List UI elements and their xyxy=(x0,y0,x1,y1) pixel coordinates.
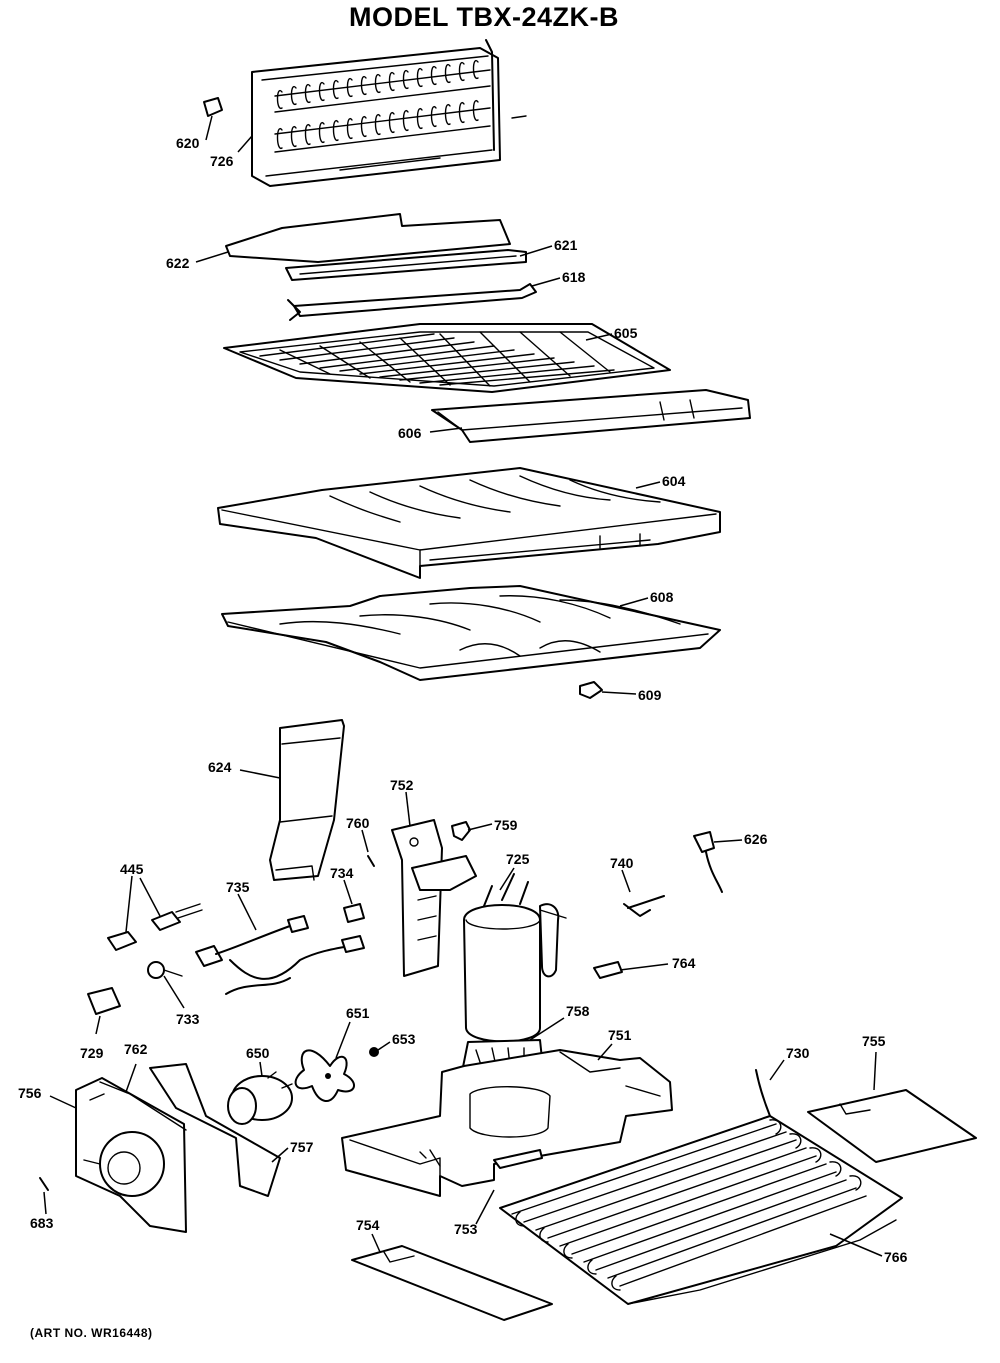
part-759-drawing xyxy=(451,821,471,841)
part-683-drawing xyxy=(39,1177,49,1191)
label-753: 753 xyxy=(454,1221,478,1237)
part-754-drawing xyxy=(351,1245,553,1321)
label-756: 756 xyxy=(18,1085,42,1101)
label-762: 762 xyxy=(124,1041,148,1057)
label-626: 626 xyxy=(744,831,768,847)
label-734: 734 xyxy=(330,865,354,881)
label-622: 622 xyxy=(166,255,190,271)
label-752: 752 xyxy=(390,777,414,793)
label-608: 608 xyxy=(650,589,674,605)
label-755: 755 xyxy=(862,1033,886,1049)
part-624-drawing xyxy=(269,719,345,881)
part-653-drawing xyxy=(369,1047,379,1057)
part-766-drawing xyxy=(627,1219,897,1305)
label-730: 730 xyxy=(786,1045,810,1061)
label-725: 725 xyxy=(506,851,530,867)
label-445: 445 xyxy=(120,861,144,877)
label-729: 729 xyxy=(80,1045,104,1061)
label-609: 609 xyxy=(638,687,662,703)
motor-650-drawing xyxy=(227,1071,293,1125)
part-762-drawing xyxy=(99,1081,187,1131)
part-606-drawing xyxy=(431,389,751,443)
label-624: 624 xyxy=(208,759,232,775)
label-764: 764 xyxy=(672,955,696,971)
part-757-drawing xyxy=(149,1063,281,1197)
label-766: 766 xyxy=(884,1249,908,1265)
label-760: 760 xyxy=(346,815,370,831)
part-626-drawing xyxy=(693,831,723,893)
label-758: 758 xyxy=(566,1003,590,1019)
part-620-drawing xyxy=(203,97,223,117)
base-751-drawing xyxy=(341,1049,673,1197)
part-740-drawing xyxy=(623,895,665,917)
label-757: 757 xyxy=(290,1139,314,1155)
compressor-725-drawing xyxy=(463,873,567,1043)
shroud-756-drawing xyxy=(75,1077,187,1233)
diagram-title: MODEL TBX-24ZK-B xyxy=(348,2,619,32)
leader-lines xyxy=(43,115,883,1257)
part-605-drawing xyxy=(223,323,671,393)
condenser-730-drawing xyxy=(499,1069,903,1305)
label-650: 650 xyxy=(246,1045,270,1061)
label-620: 620 xyxy=(176,135,200,151)
label-683: 683 xyxy=(30,1215,54,1231)
label-605: 605 xyxy=(614,325,638,341)
label-751: 751 xyxy=(608,1027,632,1043)
callout-labels: 620 726 622 621 618 605 606 604 608 609 … xyxy=(18,135,908,1265)
art-number-caption: (ART NO. WR16448) xyxy=(30,1326,153,1340)
evaporator-726-drawing xyxy=(251,39,527,187)
label-621: 621 xyxy=(554,237,578,253)
part-760-drawing xyxy=(367,855,375,867)
label-733: 733 xyxy=(176,1011,200,1027)
label-651: 651 xyxy=(346,1005,370,1021)
label-618: 618 xyxy=(562,269,586,285)
part-753-drawing xyxy=(493,1149,543,1169)
rails-drawing xyxy=(225,213,537,321)
wiring-drawing xyxy=(107,903,365,995)
part-764-drawing xyxy=(593,961,623,979)
label-606: 606 xyxy=(398,425,422,441)
part-604-drawing xyxy=(217,467,721,579)
part-729-drawing xyxy=(87,987,121,1015)
part-752-drawing xyxy=(391,819,477,977)
label-740: 740 xyxy=(610,855,634,871)
part-609-drawing xyxy=(579,681,603,699)
label-726: 726 xyxy=(210,153,234,169)
label-754: 754 xyxy=(356,1217,380,1233)
label-759: 759 xyxy=(494,817,518,833)
label-604: 604 xyxy=(662,473,686,489)
label-735: 735 xyxy=(226,879,250,895)
part-755-drawing xyxy=(807,1089,977,1163)
fan-651-drawing xyxy=(294,1049,355,1102)
label-653: 653 xyxy=(392,1031,416,1047)
part-608-drawing xyxy=(221,585,721,681)
